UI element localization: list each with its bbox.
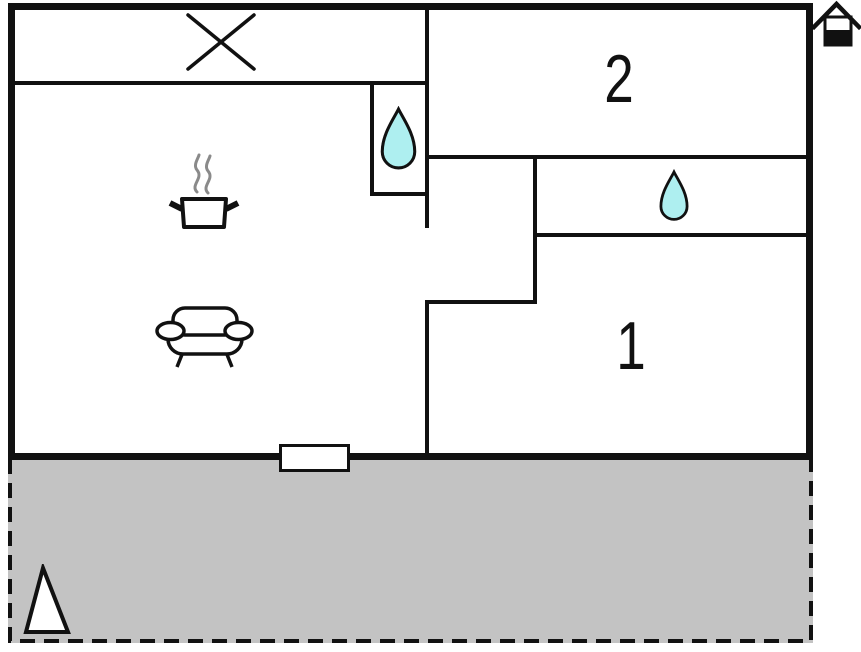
wall-outer-bottom [8,453,813,460]
door-opening [279,444,350,472]
steam-line [193,153,201,194]
wall-outer-left [8,3,15,460]
wall-room2-bottom [429,155,806,159]
sofa-armrest-right [223,320,254,342]
wall-hall-right [533,159,537,304]
pot-handle-left [168,200,184,212]
wall-shower-bottom [370,192,429,196]
room-1-label: 1 [616,308,646,384]
wall-shower-left [370,83,374,196]
water-drop-icon [659,168,689,221]
wall-bath-bottom [537,233,806,237]
terrace-area [8,459,813,643]
pot-body [180,197,228,229]
room-2-label: 2 [604,41,634,117]
house-icon [812,0,861,47]
wall-step [425,300,537,304]
sofa-armrest-left [155,320,186,342]
pot-handle-right [224,200,240,212]
house-roof [812,0,861,31]
wall-top-band-bottom [15,81,429,85]
wall-center-vertical-upper [425,10,429,228]
x-cross-icon [186,13,256,71]
wall-outer-right [806,3,813,460]
terrace-dashed-border [8,459,813,643]
cone-tree-icon [23,564,71,634]
sofa-icon [155,306,254,368]
steam-line [204,154,212,195]
wall-outer-top [8,3,813,10]
water-drop-icon [380,106,417,170]
steaming-pot-icon [168,153,240,229]
wall-center-vertical-lower [425,304,429,453]
house-body-fill [825,30,851,45]
